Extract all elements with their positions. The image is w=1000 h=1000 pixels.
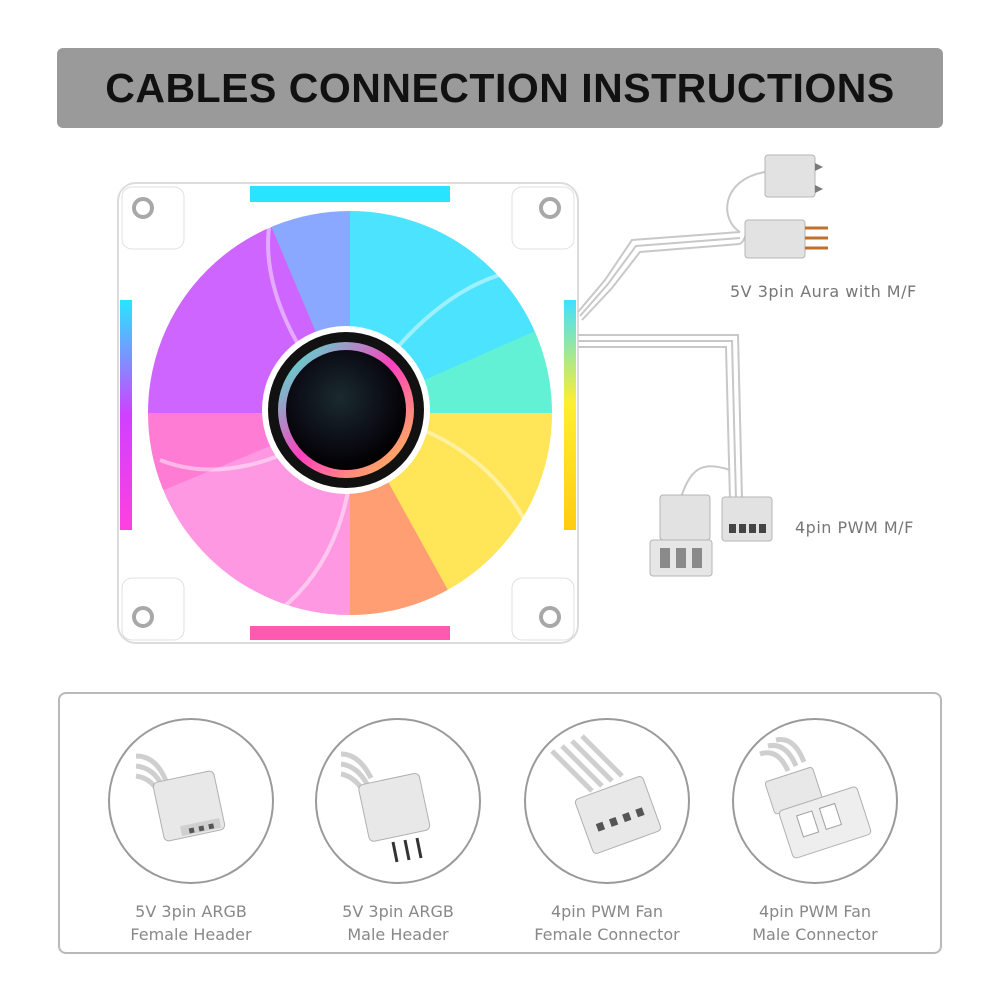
aura-female-plug [764,154,823,198]
cables [577,171,766,501]
page-title: CABLES CONNECTION INSTRUCTIONS [105,64,895,111]
connector-pwm-male: 4pin PWM Fan Male Connector [720,716,910,946]
connector-legend: 5V 3pin ARGB Female Header 5V 3pin ARGB … [58,692,942,954]
argb-male-header-icon [315,718,481,884]
connector-caption: 4pin PWM Fan Male Connector [752,902,878,944]
connector-caption: 5V 3pin ARGB Female Header [130,902,252,944]
aura-male-plug [744,219,828,259]
connector-argb-male: 5V 3pin ARGB Male Header [303,716,493,946]
fan-diagram [117,154,828,644]
connector-pwm-female: 4pin PWM Fan Female Connector [512,716,702,946]
pwm-male-connector-icon [732,718,898,884]
connector-argb-female: 5V 3pin ARGB Female Header [96,716,286,946]
argb-female-header-icon [108,718,274,884]
pwm-male-plug [649,494,713,577]
pwm-cable-label: 4pin PWM M/F [795,518,914,537]
connector-caption: 4pin PWM Fan Female Connector [534,902,680,944]
connector-caption: 5V 3pin ARGB Male Header [342,902,454,944]
fan-ring [142,205,558,621]
pwm-female-connector-icon [524,718,690,884]
title-banner: CABLES CONNECTION INSTRUCTIONS [57,48,943,128]
aura-cable-label: 5V 3pin Aura with M/F [730,282,917,301]
fan-hub [262,326,430,494]
pwm-female-plug [721,496,773,542]
mounting-holes [121,186,575,641]
